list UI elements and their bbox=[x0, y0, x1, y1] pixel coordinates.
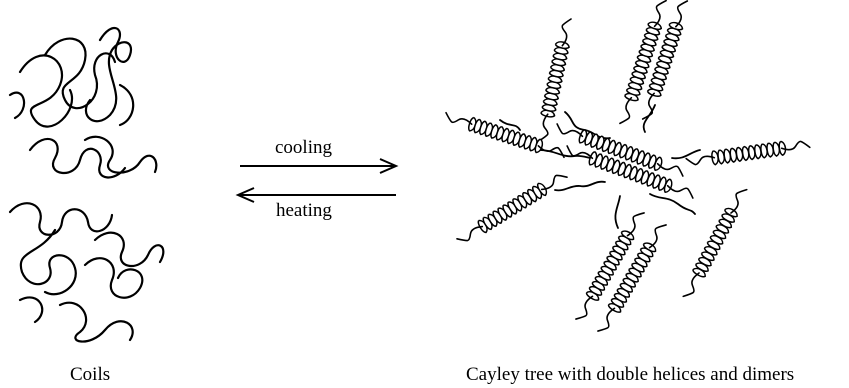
helix-tail bbox=[643, 93, 655, 119]
helix-lower-left bbox=[457, 175, 567, 240]
coil-strand bbox=[85, 137, 156, 173]
helix-tail bbox=[576, 296, 593, 319]
tree-link bbox=[615, 196, 620, 228]
coil-cluster-top bbox=[10, 28, 156, 177]
helix-right bbox=[686, 141, 810, 165]
coil-strand bbox=[86, 28, 131, 121]
cooling-label: cooling bbox=[275, 137, 332, 159]
coil-strand bbox=[20, 55, 72, 126]
helix-tail bbox=[446, 113, 472, 125]
coil-strand bbox=[85, 258, 142, 298]
double-helices bbox=[446, 1, 810, 331]
helix-tail bbox=[539, 114, 548, 141]
helix-tail bbox=[686, 156, 714, 164]
coils-caption: Coils bbox=[70, 364, 110, 386]
heating-label: heating bbox=[276, 200, 332, 222]
helix-tail bbox=[598, 308, 615, 331]
coil-strand bbox=[10, 203, 112, 235]
coil-strand bbox=[45, 39, 115, 109]
helix-tail bbox=[683, 273, 699, 296]
helix-tail bbox=[457, 227, 482, 241]
coil-strand bbox=[95, 233, 163, 266]
helix-tail bbox=[620, 98, 632, 124]
tree-link bbox=[555, 182, 605, 191]
tree-link bbox=[650, 194, 695, 214]
tree-link bbox=[672, 150, 700, 158]
cayley-tree-caption: Cayley tree with double helices and dime… bbox=[466, 364, 794, 386]
equilibrium-arrows bbox=[238, 159, 396, 202]
coil-strand bbox=[21, 230, 76, 294]
helix-top-a bbox=[539, 19, 571, 141]
helix-bottom-right bbox=[683, 190, 747, 297]
coil-cluster-bottom bbox=[10, 203, 163, 341]
coil-strand bbox=[20, 297, 133, 341]
helix-tail bbox=[557, 124, 582, 136]
cayley-tree-links bbox=[500, 105, 700, 228]
